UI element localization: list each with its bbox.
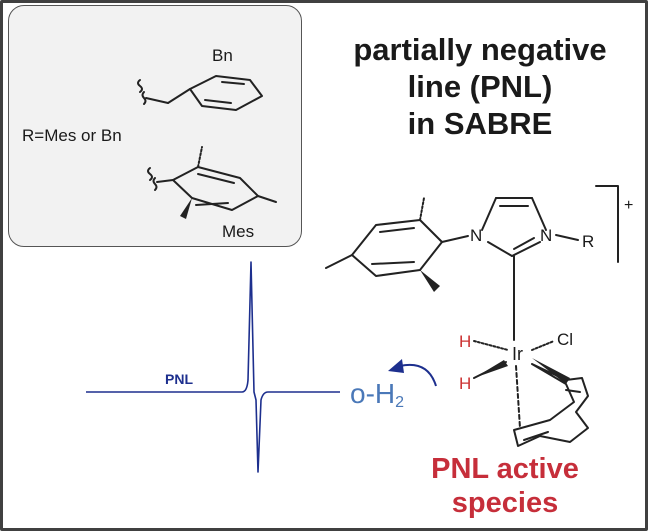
mesityl-attachment-wavy	[147, 167, 153, 181]
mesityl-methyl-wedge	[180, 198, 192, 219]
nmr-spectrum	[86, 261, 340, 473]
mes-label: Mes	[222, 222, 255, 241]
nitrogen-left: N	[470, 226, 483, 245]
curved-arrow	[399, 364, 437, 387]
charge-label: +	[624, 197, 634, 214]
r-definition: R=Mes or Bn	[22, 126, 122, 145]
bn-label: Bn	[212, 46, 233, 65]
benzyl-attachment-wavy-2	[141, 91, 147, 105]
title-line-1: partially negative	[353, 32, 607, 67]
pnl-spectrum-trace	[86, 261, 340, 473]
pnl-peak-label: PNL	[165, 371, 193, 387]
hydride-top: H	[459, 332, 472, 351]
mesityl-structure	[147, 146, 277, 211]
chloride-label: Cl	[557, 330, 574, 349]
benzyl-attachment-wavy	[137, 79, 143, 93]
ortho-hydrogen-prefix: o-H	[350, 378, 396, 409]
curved-arrow-head	[388, 359, 404, 373]
cod-wedge	[532, 358, 570, 384]
ortho-hydrogen-label: o-H2	[350, 378, 404, 412]
r-group-label: R	[582, 232, 595, 251]
mesityl-attachment-wavy-2	[152, 177, 158, 191]
title-line-2: line (PNL)	[407, 69, 553, 104]
ortho-hydrogen-subscript: 2	[395, 394, 405, 411]
nitrogen-right: N	[540, 226, 553, 245]
active-species-line-2: species	[451, 487, 559, 519]
aryl-methyl-wedge	[420, 270, 440, 292]
substituent-box	[8, 5, 302, 247]
benzyl-structure	[137, 75, 263, 111]
hydride-wedge	[474, 360, 508, 378]
iridium-label: Ir	[512, 344, 523, 364]
title-line-3: in SABRE	[407, 106, 553, 141]
nhc-complex-structure	[325, 185, 619, 447]
hydride-bottom: H	[459, 374, 472, 393]
active-species-line-1: PNL active	[431, 453, 579, 485]
